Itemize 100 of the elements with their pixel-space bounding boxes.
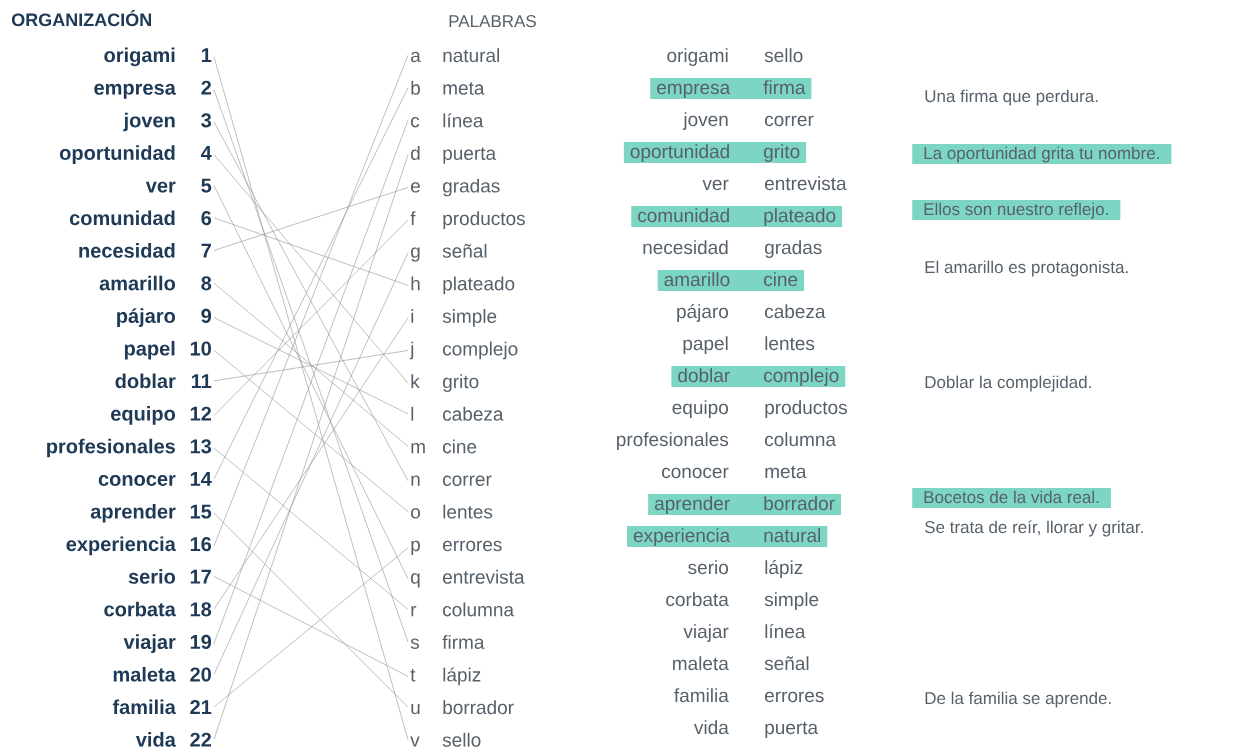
numbered-word: necesidad 7 — [79, 243, 211, 258]
connector-line — [213, 317, 409, 415]
column-heading: PALABRAS — [449, 15, 536, 28]
lettered-word: v sello — [410, 732, 481, 747]
sentence: Doblar la complejidad. — [925, 375, 1091, 392]
table-cell: viajar — [683, 624, 729, 642]
table-cell: joven — [682, 112, 728, 130]
table-cell: serio — [688, 560, 728, 575]
connector-line — [213, 282, 409, 447]
connector-line — [213, 252, 409, 675]
highlight-band: doblar complejo — [671, 366, 846, 387]
connector-line — [213, 187, 409, 251]
table-cell: vida — [694, 720, 729, 735]
highlight-band: amarillo cine — [657, 270, 805, 291]
table-cell: entrevista — [765, 176, 847, 191]
table-cell: conocer — [662, 467, 729, 479]
lettered-word: c línea — [411, 113, 484, 128]
connector-line — [213, 317, 409, 610]
connector-line — [213, 547, 409, 708]
numbered-word: empresa 2 — [94, 80, 211, 99]
table-cell: línea — [765, 624, 806, 639]
connector-line — [213, 576, 409, 677]
table-cell: meta — [765, 465, 807, 479]
sentence: De la familia se aprende. — [925, 691, 1111, 708]
lettered-word: s firma — [410, 635, 485, 649]
numbered-word: comunidad 6 — [69, 210, 212, 226]
numbered-word: pájaro 9 — [117, 308, 212, 327]
numbered-word: oportunidad 4 — [59, 145, 212, 164]
numbered-word: viajar 19 — [123, 634, 212, 653]
table-cell: lápiz — [765, 560, 803, 578]
numbered-word: profesionales 13 — [47, 438, 212, 458]
lettered-word: t lápiz — [410, 667, 481, 686]
sentence: Una firma que perdura. — [925, 89, 1098, 106]
numbered-word: vida 22 — [135, 732, 211, 747]
table-cell: familia — [674, 688, 729, 703]
table-cell: papel — [683, 336, 728, 354]
numbered-word: amarillo 8 — [99, 275, 212, 291]
table-cell: necesidad — [643, 240, 728, 255]
sentence: El amarillo es protagonista. — [925, 260, 1128, 277]
numbered-word: serio 17 — [128, 569, 211, 584]
table-cell: pájaro — [677, 304, 728, 322]
lettered-word: g señal — [411, 243, 487, 262]
table-cell: puerta — [765, 721, 819, 738]
numbered-word: ver 5 — [145, 178, 212, 193]
lettered-word: q entrevista — [411, 569, 525, 588]
lettered-word: r columna — [411, 602, 514, 617]
lettered-word: o lentes — [411, 504, 493, 519]
lettered-word: p errores — [411, 540, 502, 555]
numbered-word: maleta 20 — [113, 666, 211, 682]
table-cell: señal — [764, 656, 809, 671]
highlight-band: oportunidad grito — [623, 142, 807, 163]
column-heading: ORGANIZACIÓN — [11, 10, 151, 27]
table-cell: errores — [765, 691, 824, 703]
lettered-word: j complejo — [409, 341, 518, 360]
table-cell: gradas — [765, 240, 822, 258]
highlight-band: comunidad plateado — [631, 206, 843, 227]
lettered-word: u borrador — [411, 700, 514, 715]
lettered-word: l cabeza — [411, 406, 504, 421]
lettered-word: a natural — [411, 48, 499, 63]
table-cell: profesionales — [617, 432, 729, 450]
table-cell: corbata — [666, 592, 729, 607]
numbered-word: experiencia 16 — [66, 536, 212, 556]
highlighted-sentence: La oportunidad grita tu nombre. — [912, 144, 1172, 164]
lettered-word: h plateado — [411, 276, 515, 295]
highlight-band: aprender borrador — [648, 494, 841, 515]
numbered-word: equipo 12 — [111, 406, 211, 425]
table-cell: ver — [702, 179, 729, 191]
numbered-word: origami 1 — [104, 47, 212, 67]
connector-line — [213, 447, 409, 610]
connector-line — [213, 512, 409, 708]
lettered-word: m cine — [411, 439, 477, 454]
highlighted-sentence: Ellos son nuestro reflejo. — [912, 200, 1121, 220]
numbered-word: papel 10 — [124, 340, 211, 360]
connector-line — [213, 217, 409, 286]
numbered-word: conocer 14 — [98, 472, 212, 486]
connector-line — [213, 54, 409, 547]
highlight-band: experiencia natural — [627, 526, 828, 547]
connector-line — [213, 154, 409, 384]
table-cell: correr — [765, 115, 814, 127]
lettered-word: i simple — [411, 309, 497, 327]
numbered-word: doblar 11 — [115, 373, 212, 389]
highlight-band: empresa firma — [650, 78, 812, 99]
numbered-word: aprender 15 — [90, 503, 212, 523]
highlighted-sentence: Bocetos de la vida real. — [912, 488, 1111, 508]
lettered-word: f productos — [410, 211, 525, 229]
connector-line — [213, 185, 409, 579]
connector-line — [213, 349, 409, 512]
lettered-word: k grito — [411, 374, 479, 392]
connector-line — [213, 350, 409, 382]
numbered-word: corbata 18 — [104, 601, 212, 617]
lettered-word: d puerta — [411, 146, 497, 164]
numbered-word: familia 21 — [112, 699, 212, 715]
table-cell: lentes — [765, 336, 815, 351]
table-cell: maleta — [673, 656, 729, 671]
connector-line — [213, 219, 409, 416]
lettered-word: b meta — [411, 80, 485, 95]
lettered-word: e gradas — [411, 178, 500, 197]
table-cell: columna — [765, 432, 836, 447]
lettered-word: n correr — [411, 475, 492, 486]
numbered-word: joven 3 — [123, 112, 212, 132]
